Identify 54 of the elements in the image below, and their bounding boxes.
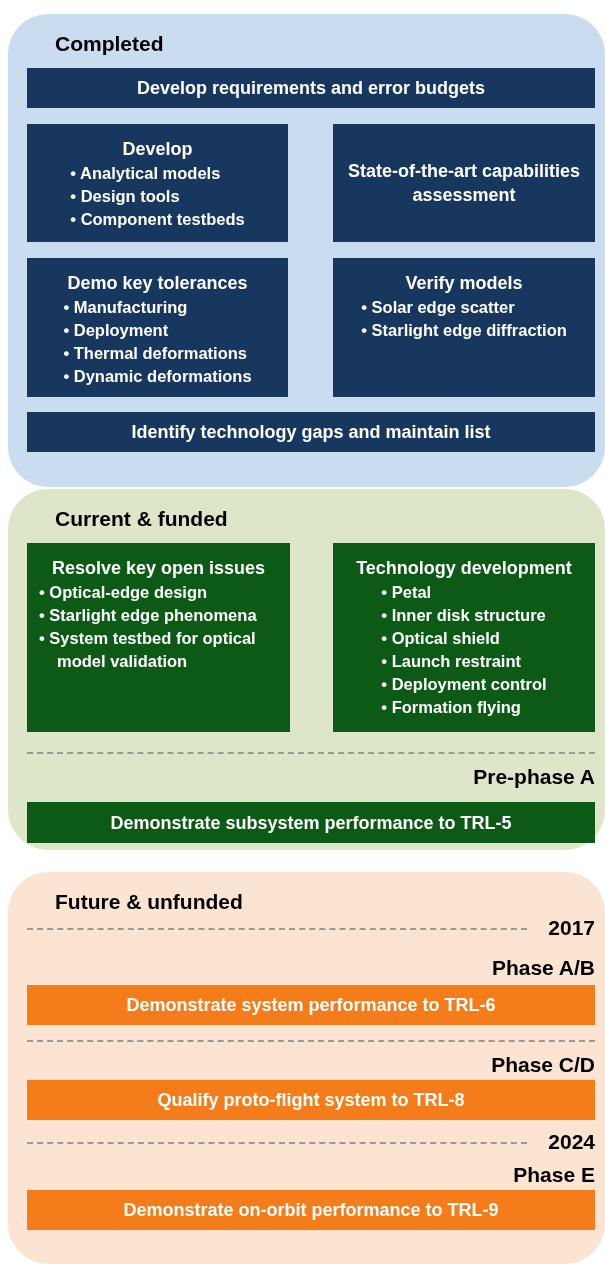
bullet-item: • Solar edge scatter [361,297,516,318]
bullet-item: • Starlight edge phenomena [39,605,258,626]
bullet-item: • Deployment control [381,674,547,695]
bullet-item: • Manufacturing [63,297,189,318]
band-heading: Current & funded [55,506,228,532]
bullet-item: • System testbed for optical model validation [39,628,257,672]
task-heading: Resolve key open issues [51,557,266,580]
bullet-item: • Starlight edge diffraction [361,320,567,341]
bullet-item: • Analytical models [70,163,222,184]
bullet-item: • Optical shield [381,628,501,649]
bullet-item: • Launch restraint [381,651,522,672]
task-text: Develop requirements and error budgets [136,77,486,100]
task-text: Demonstrate system performance to TRL-6 [126,994,496,1017]
task-heading: Technology development [356,557,572,580]
task-heading: Develop [122,138,193,161]
task-box [27,124,288,242]
task-box [27,68,595,108]
task-box [333,258,595,397]
task-box [333,124,595,242]
task-box [27,1080,595,1120]
bullet-item: • Formation flying [381,697,522,718]
year-label: 2017 [548,915,595,941]
task-box [27,412,595,452]
bullet-item: • Inner disk structure [381,605,547,626]
task-box [27,258,288,397]
bullet-item: • Petal [381,582,433,603]
bullet-item: • Optical-edge design [39,582,209,603]
task-text: Qualify proto-flight system to TRL-8 [157,1089,465,1112]
task-text: Demonstrate subsystem performance to TRL-5 [110,811,512,835]
bullet-item: • Component testbeds [70,209,245,230]
phase-label: Phase C/D [491,1052,595,1078]
task-heading: Demo key tolerances [67,272,248,295]
phase-band [8,872,605,1264]
task-box [27,802,595,843]
phase-band [8,14,605,487]
band-heading: Future & unfunded [55,889,243,915]
bullet-item: • Design tools [70,186,181,207]
task-box [27,985,595,1025]
task-heading: Verify models [405,272,523,295]
task-text: State-of-the-art capabilities assessment [346,160,581,207]
phase-label: Pre-phase A [473,764,595,790]
phase-label: Phase A/B [491,955,595,981]
bullet-item: • Thermal deformations [63,343,249,364]
task-box [27,543,290,732]
task-box [27,1190,595,1230]
bullet-item: • Deployment [63,320,170,341]
task-text: Demonstrate on-orbit performance to TRL-9 [123,1199,499,1222]
year-label: 2024 [548,1129,595,1155]
band-heading: Completed [55,31,164,57]
task-text: Identify technology gaps and maintain list [131,421,491,444]
bullet-item: • Dynamic deformations [63,366,252,387]
phase-band [8,489,605,850]
phase-label: Phase E [513,1162,595,1188]
task-box [333,543,595,732]
